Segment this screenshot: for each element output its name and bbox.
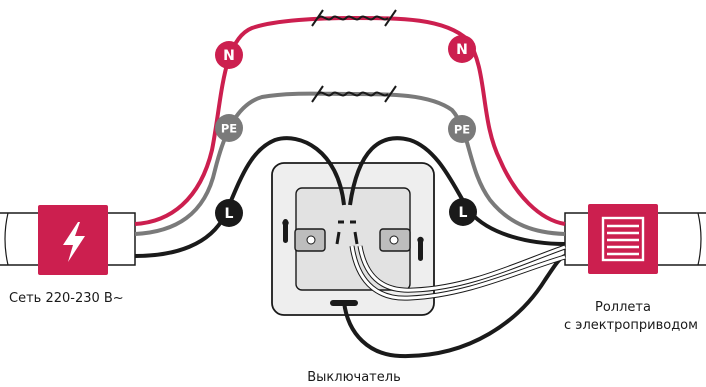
svg-text:PE: PE <box>454 123 470 137</box>
svg-text:L: L <box>225 206 234 222</box>
source-label: Сеть 220-230 В~ <box>9 291 124 306</box>
badge-n-left: N <box>215 41 243 69</box>
switch-label: Выключатель <box>307 370 400 385</box>
badge-l-right: L <box>449 198 477 226</box>
badge-pe-right: PE <box>448 115 476 143</box>
svg-text:N: N <box>456 42 468 58</box>
badge-pe-left: PE <box>215 114 243 142</box>
badge-l-left: L <box>215 199 243 227</box>
neutral-splice <box>311 9 397 27</box>
neutral-wire <box>134 9 566 226</box>
roller-shutter-box <box>588 204 658 274</box>
line-wire <box>134 136 566 359</box>
svg-text:L: L <box>459 205 468 221</box>
lightning-bolt-icon <box>63 222 85 262</box>
earth-wire <box>134 85 566 236</box>
switch-body <box>271 162 435 316</box>
earth-splice <box>311 85 397 103</box>
roller-shutter-icon <box>601 216 645 262</box>
svg-text:N: N <box>223 48 235 64</box>
power-source-box <box>38 205 108 275</box>
control-wires <box>349 244 566 301</box>
device-label-line2: с электроприводом <box>564 318 698 333</box>
svg-text:PE: PE <box>221 122 237 136</box>
device-label-line1: Роллета <box>595 300 651 315</box>
badge-n-right: N <box>448 35 476 63</box>
